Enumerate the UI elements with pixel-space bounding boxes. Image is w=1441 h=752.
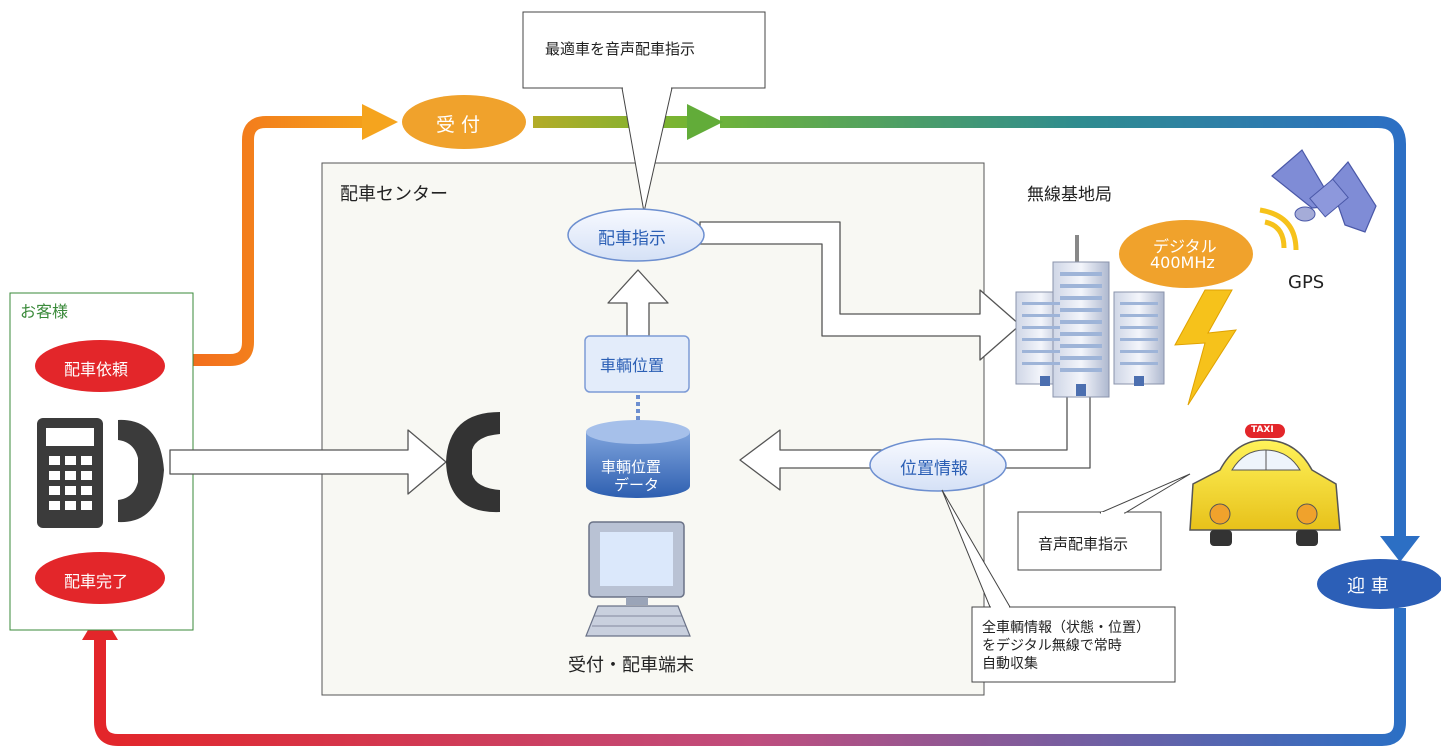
collect-note-line2: をデジタル無線で常時 — [982, 638, 1122, 654]
complete-pill — [35, 552, 165, 604]
arrow-dispatch-to-station — [699, 221, 1021, 361]
customer-title: お客様 — [20, 302, 69, 321]
gps-label: GPS — [1288, 272, 1325, 293]
arrowhead-to-pickup — [1380, 536, 1420, 562]
satellite-icon — [1271, 149, 1377, 233]
base-station-label: 無線基地局 — [1027, 185, 1112, 205]
terminal-label: 受付・配車端末 — [568, 655, 694, 676]
arrow-phone-to-center — [169, 429, 447, 495]
voice-instruction-label: 音声配車指示 — [1038, 535, 1129, 553]
keypad-icon — [37, 418, 103, 528]
arrow-vehicle-to-dispatch — [607, 269, 669, 337]
request-pill — [35, 340, 165, 392]
center-phone-icon — [446, 412, 500, 513]
signal-waves-icon — [1259, 207, 1299, 251]
dispatch-ellipse — [567, 208, 705, 262]
top-callout — [522, 11, 766, 213]
radio-pill — [1119, 220, 1253, 288]
collect-note-callout — [941, 489, 1176, 683]
taxi-icon — [1189, 424, 1341, 546]
voice-callout — [1017, 473, 1191, 571]
request-label: 配車依頼 — [64, 360, 129, 379]
building-icon — [1015, 235, 1165, 398]
uketsuke-label: 受 付 — [436, 114, 481, 136]
radio-label-line1: デジタル — [1153, 237, 1217, 256]
complete-label: 配車完了 — [64, 572, 129, 591]
collect-note-line1: 全車輌情報（状態・位置） — [982, 620, 1150, 636]
database-icon — [586, 420, 690, 498]
pickup-pill — [1317, 559, 1441, 609]
center-title: 配車センター — [340, 184, 448, 205]
top-callout-text: 最適車を音声配車指示 — [545, 40, 696, 58]
dispatch-instruction-label: 配車指示 — [598, 229, 666, 249]
radio-label-line2: 400MHz — [1150, 253, 1215, 272]
arrowhead-to-uketsuke — [362, 104, 398, 140]
uketsuke-pill — [402, 95, 526, 149]
position-info-ellipse — [869, 438, 1007, 492]
phone-handset-icon — [118, 419, 164, 523]
taxi-sign-label: TAXI — [1251, 425, 1274, 435]
computer-terminal-icon — [585, 521, 691, 637]
lightning-icon — [1174, 289, 1237, 406]
vehicle-position-label: 車輌位置 — [600, 356, 665, 375]
pickup-label: 迎 車 — [1347, 576, 1389, 597]
db-label-line1: 車輌位置 — [601, 458, 662, 476]
bottom-flow-line — [94, 608, 1406, 746]
db-label-line2: データ — [614, 476, 660, 494]
position-info-label: 位置情報 — [900, 459, 968, 479]
arrowhead-from-uketsuke — [687, 104, 723, 140]
vehicle-position-box — [584, 335, 690, 393]
collect-note-line3: 自動収集 — [982, 656, 1038, 672]
